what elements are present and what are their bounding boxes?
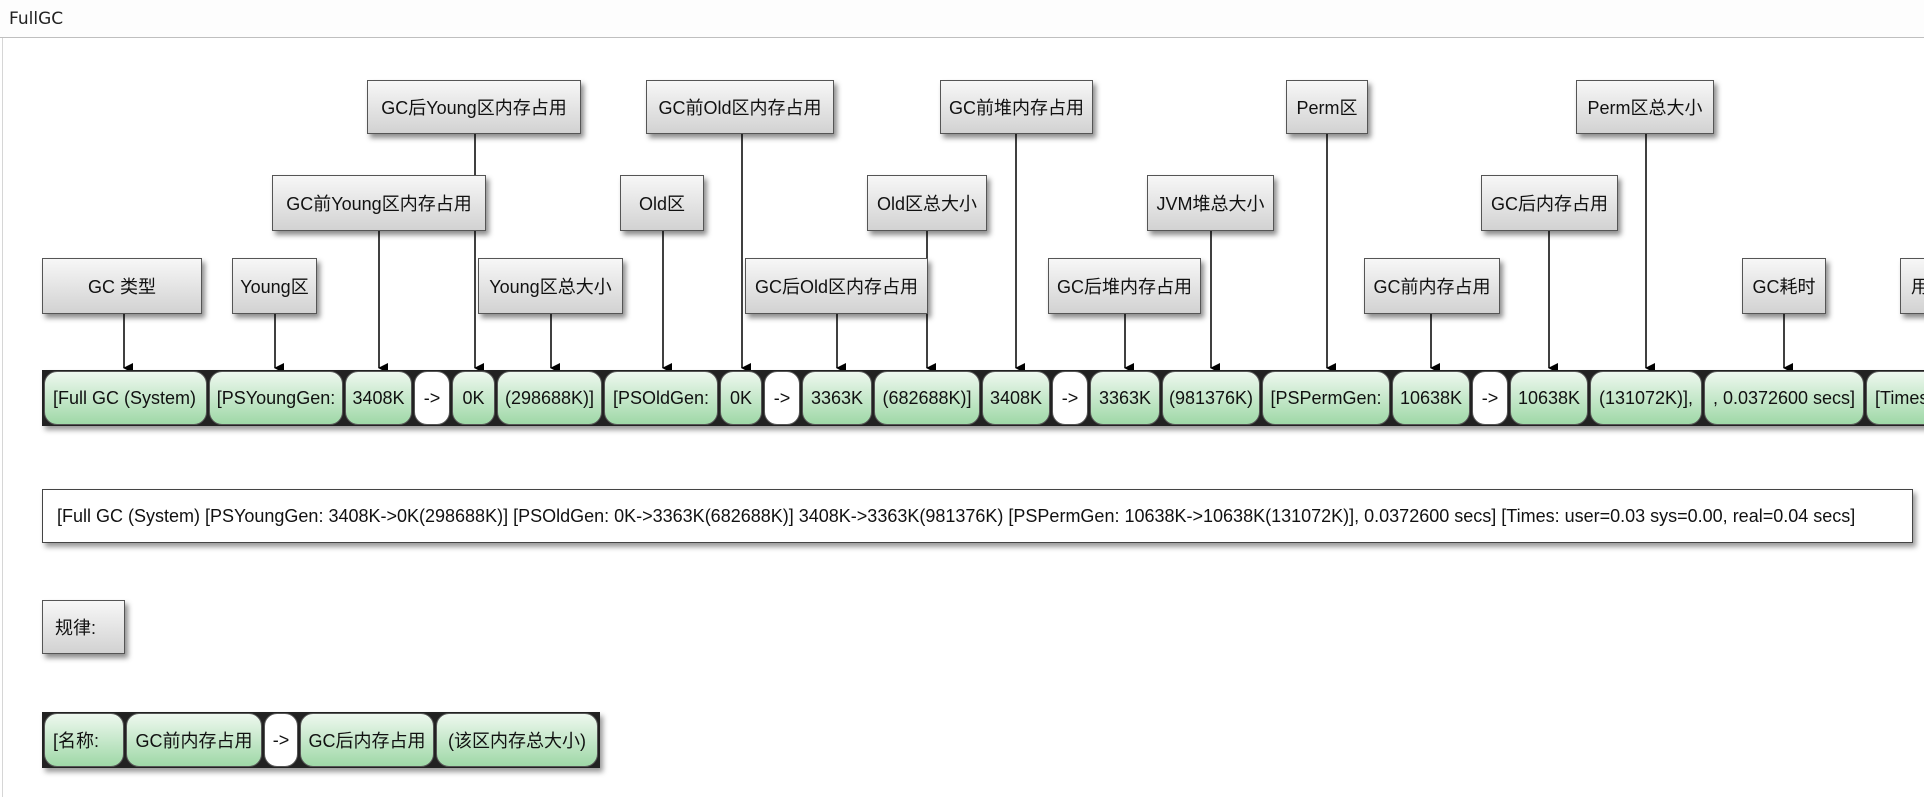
segment-full-gc: [Full GC (System) bbox=[44, 371, 207, 425]
segment-old-after: 3363K bbox=[802, 371, 872, 425]
pattern-name: [名称: bbox=[44, 713, 124, 767]
segment-times: [Times bbox=[1866, 371, 1924, 425]
segment-psyounggen: [PSYoungGen: bbox=[209, 371, 343, 425]
segment-heap-before: 3408K bbox=[982, 371, 1050, 425]
label-user-cut: 用 bbox=[1900, 258, 1924, 314]
label-gc-type: GC 类型 bbox=[42, 258, 202, 314]
window-titlebar: FullGC bbox=[0, 0, 1924, 38]
label-perm-area: Perm区 bbox=[1286, 80, 1368, 134]
label-old-before: GC前Old区内存占用 bbox=[646, 80, 834, 134]
rule-label: 规律: bbox=[42, 600, 125, 654]
segment-old-total: (682688K)] bbox=[874, 371, 980, 425]
label-young-total: Young区总大小 bbox=[478, 258, 623, 314]
label-heap-before: GC前堆内存占用 bbox=[940, 80, 1093, 134]
segment-heap-after: 3363K bbox=[1090, 371, 1160, 425]
pattern-arrow: -> bbox=[264, 713, 298, 767]
label-young-before: GC前Young区内存占用 bbox=[272, 175, 486, 231]
segment-perm-before: 10638K bbox=[1392, 371, 1470, 425]
segment-gc-time: , 0.0372600 secs] bbox=[1704, 371, 1864, 425]
label-old-after: GC后Old区内存占用 bbox=[745, 258, 928, 314]
segment-old-before: 0K bbox=[720, 371, 762, 425]
label-perm-before: GC前内存占用 bbox=[1364, 258, 1500, 314]
segment-arrow: -> bbox=[1472, 371, 1508, 425]
label-perm-total: Perm区总大小 bbox=[1576, 80, 1714, 134]
window-title: FullGC bbox=[9, 9, 64, 29]
label-perm-after: GC后内存占用 bbox=[1481, 175, 1618, 231]
pattern-before: GC前内存占用 bbox=[126, 713, 262, 767]
segment-perm-total: (131072K)], bbox=[1590, 371, 1702, 425]
label-young-area: Young区 bbox=[232, 258, 317, 314]
label-young-after: GC后Young区内存占用 bbox=[367, 80, 581, 134]
gc-log-line: [Full GC (System) [PSYoungGen: 3408K->0K… bbox=[42, 489, 1913, 543]
pattern-total: (该区内存总大小) bbox=[436, 713, 598, 767]
segment-heap-total: (981376K) bbox=[1162, 371, 1260, 425]
label-old-area: Old区 bbox=[620, 175, 704, 231]
segment-perm-after: 10638K bbox=[1510, 371, 1588, 425]
segment-young-total: (298688K)] bbox=[497, 371, 602, 425]
segment-young-before: 3408K bbox=[345, 371, 412, 425]
segment-young-after: 0K bbox=[452, 371, 495, 425]
label-gc-time: GC耗时 bbox=[1742, 258, 1826, 314]
label-heap-after: GC后堆内存占用 bbox=[1048, 258, 1201, 314]
segment-psoldgen: [PSOldGen: bbox=[604, 371, 718, 425]
label-old-total: Old区总大小 bbox=[867, 175, 987, 231]
segment-arrow: -> bbox=[764, 371, 800, 425]
segment-arrow: -> bbox=[414, 371, 450, 425]
label-jvm-heap-total: JVM堆总大小 bbox=[1147, 175, 1274, 231]
pattern-after: GC后内存占用 bbox=[300, 713, 434, 767]
segment-pspermgen: [PSPermGen: bbox=[1262, 371, 1390, 425]
left-border bbox=[2, 38, 3, 797]
segment-arrow: -> bbox=[1052, 371, 1088, 425]
